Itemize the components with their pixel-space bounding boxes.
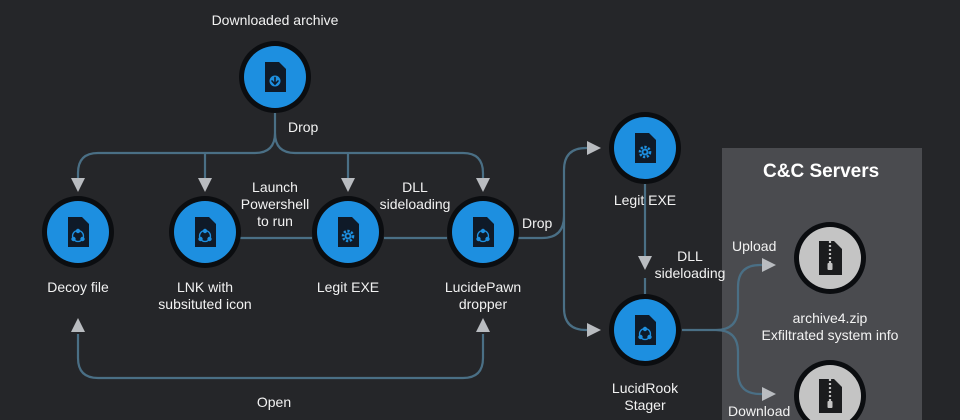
edge-label-line2: sideloading [379,196,451,212]
arrow-to-legit-exe [341,178,355,192]
edge-label-line2: Powershell [240,196,310,212]
edge-label-launch-powershell: Launch Powershell to run [230,179,320,230]
cc-archive-text: archive4.zip [792,310,868,326]
label-downloaded-archive: Downloaded archive [175,12,375,29]
label-text: Legit EXE [316,279,380,295]
drop-edge-tree [76,112,485,190]
label-text-line2: subsituted icon [158,296,252,312]
label-text-line1: LNK with [176,279,234,295]
download-file-icon [264,61,287,93]
edge-label-line3: to run [257,213,293,229]
drop-right-edge-tree [518,146,598,332]
edge-label-drop-top: Drop [288,119,332,136]
edge-label-line1: DLL [402,179,428,195]
edge-label-text: Drop [522,215,553,231]
biohazard-file-icon [194,216,217,248]
edge-label-text: Upload [732,238,777,254]
label-text-line1: LucidRook [611,380,679,396]
biohazard-file-icon [67,216,90,248]
zip-file-icon [817,377,844,415]
node-lucidepawn [447,196,519,268]
label-lnk: LNK with subsituted icon [135,279,275,313]
cc-server-upload [794,222,866,294]
node-legit-exe-2 [609,112,681,184]
label-text-line2: dropper [458,296,508,312]
open-edge-loop [76,334,485,380]
edge-label-text: Open [256,394,292,410]
arrow-download [762,387,776,401]
arrow-open-decoy [71,318,85,332]
lucidrook-to-cc-edge [682,263,768,396]
node-legit-exe [312,196,384,268]
arrow-to-lnk [198,178,212,192]
edge-label-open: Open [244,394,304,411]
label-text: Decoy file [47,279,109,295]
edge-label-text: Download [728,403,791,419]
arrow-to-legit-exe-2 [587,141,601,155]
arrow-to-lucidepawn [476,178,490,192]
edge-label-drop-right: Drop [522,215,562,232]
cc-archive-label: archive4.zip Exfiltrated system info [760,310,900,344]
edge-label-dll-sideloading: DLL sideloading [370,179,460,213]
arrow-to-lucidrook [587,323,601,337]
edge-label-line1: DLL [677,248,703,264]
cc-exfil-text: Exfiltrated system info [761,327,899,343]
biohazard-file-icon [634,314,657,346]
label-legit-exe: Legit EXE [298,279,398,296]
label-text-line2: Stager [624,397,666,413]
edge-label-upload: Upload [732,238,792,255]
arrow-upload [762,258,776,272]
arrow-to-decoy [71,178,85,192]
edge-label-text: Drop [288,119,319,135]
label-lucidepawn: LucidePawn dropper [423,279,543,313]
arrow-open-lucidepawn [476,318,490,332]
gear-file-icon [336,215,361,249]
zip-file-icon [817,239,844,277]
node-decoy-file [42,196,114,268]
arrow-dll-down [638,256,652,270]
node-lnk [169,196,241,268]
edge-label-download: Download [728,403,798,420]
label-lucidrook: LucidRook Stager [595,380,695,414]
label-decoy-file: Decoy file [28,279,128,296]
node-downloaded-archive [239,41,311,113]
gear-file-icon [633,131,658,165]
edge-label-line1: Launch [252,179,298,195]
cc-servers-title: C&C Servers [763,161,880,182]
label-text-line1: LucidePawn [444,279,522,295]
cc-server-download [794,360,866,420]
biohazard-file-icon [472,216,495,248]
label-text: Downloaded archive [211,12,339,28]
label-text: Legit EXE [613,192,677,208]
edge-label-line2: sideloading [654,265,726,281]
label-legit-exe-2: Legit EXE [595,192,695,209]
edge-label-dll-sideloading-2: DLL sideloading [650,248,730,282]
node-lucidrook [609,294,681,366]
